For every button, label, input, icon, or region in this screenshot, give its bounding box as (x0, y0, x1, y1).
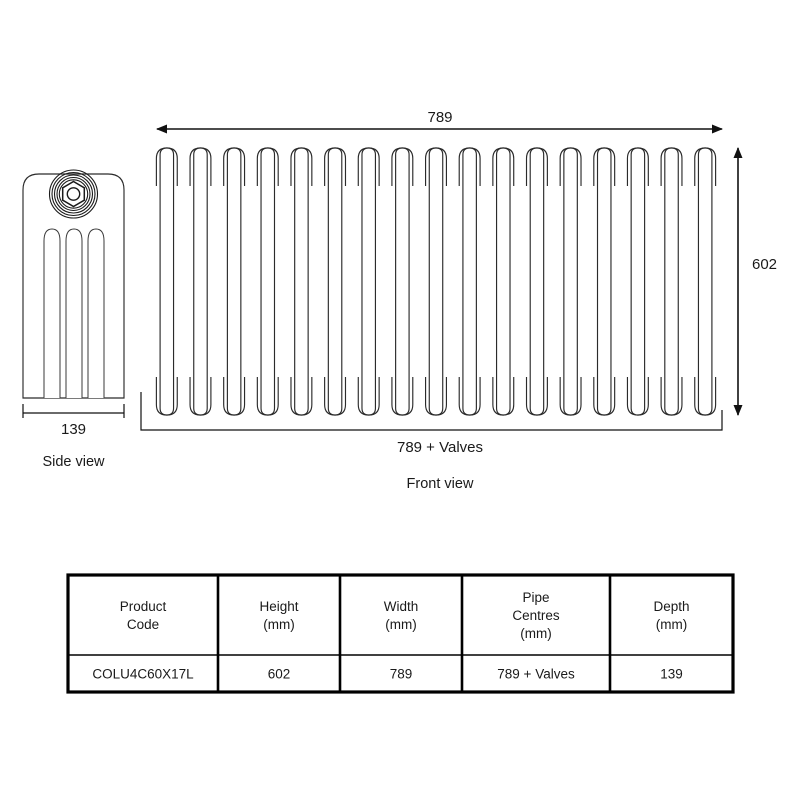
width-dimension-value: 789 (427, 109, 452, 126)
radiator-section-column (361, 147, 377, 416)
radiator-section-column (596, 147, 612, 416)
hex-nut-fitting-icon (48, 169, 99, 219)
table-cell-height: 602 (268, 667, 291, 682)
table-header-pipe-centres: (mm) (520, 626, 551, 641)
radiator-section-column (428, 147, 444, 416)
radiator-section-column (327, 147, 343, 416)
front-view-label: Front view (407, 476, 474, 492)
radiator-section-column (630, 147, 646, 416)
radiator-section-column (294, 147, 309, 416)
pipe-centres-dimension: 789 + Valves (140, 392, 723, 456)
table-header-depth: Depth (653, 599, 689, 614)
radiator-section-column (462, 147, 477, 416)
table-outer-border (66, 573, 735, 694)
radiator-section-column (395, 147, 410, 416)
side-view-group: 139 Side view (22, 169, 125, 470)
table-header-height: (mm) (263, 617, 294, 632)
radiator-section-column (697, 147, 713, 416)
width-dimension: 789 (156, 109, 723, 134)
radiator-section-column (159, 147, 175, 416)
radiator-section-column (664, 147, 679, 416)
radiator-section-column (529, 147, 545, 416)
table-header-depth: (mm) (656, 617, 687, 632)
table-header-height: Height (259, 599, 298, 614)
height-dimension: 602 (733, 147, 777, 416)
depth-dimension-value: 139 (61, 421, 86, 438)
depth-dimension: 139 (22, 404, 125, 438)
side-view-slot (65, 228, 83, 398)
radiator-section-column (260, 147, 276, 416)
radiator-section-column (563, 147, 578, 416)
table-header-pipe-centres: Pipe (522, 590, 549, 605)
table-cell-depth: 139 (660, 667, 683, 682)
pipe-centres-dimension-value: 789 + Valves (397, 439, 483, 456)
table-header-pipe-centres: Centres (512, 608, 560, 623)
table-header-width: Width (384, 599, 419, 614)
table-header-width: (mm) (385, 617, 416, 632)
front-view-group: 789 602 789 + Valves Front view (140, 109, 777, 492)
table-header-product-code: Product (120, 599, 167, 614)
side-view-label: Side view (42, 454, 105, 470)
height-dimension-value: 602 (752, 256, 777, 273)
radiator-section-column (495, 147, 511, 416)
side-view-column-slots (43, 228, 105, 398)
table-cell-pipe-centres: 789 + Valves (497, 667, 575, 682)
radiator-sections (155, 147, 717, 416)
radiator-section-column (193, 147, 208, 416)
table-cell-product-code: COLU4C60X17L (92, 667, 194, 682)
table-cell-width: 789 (390, 667, 413, 682)
side-view-slot (43, 228, 61, 398)
table-header-product-code: Code (127, 617, 159, 632)
radiator-section-column (226, 147, 242, 416)
side-view-slot (87, 228, 105, 398)
